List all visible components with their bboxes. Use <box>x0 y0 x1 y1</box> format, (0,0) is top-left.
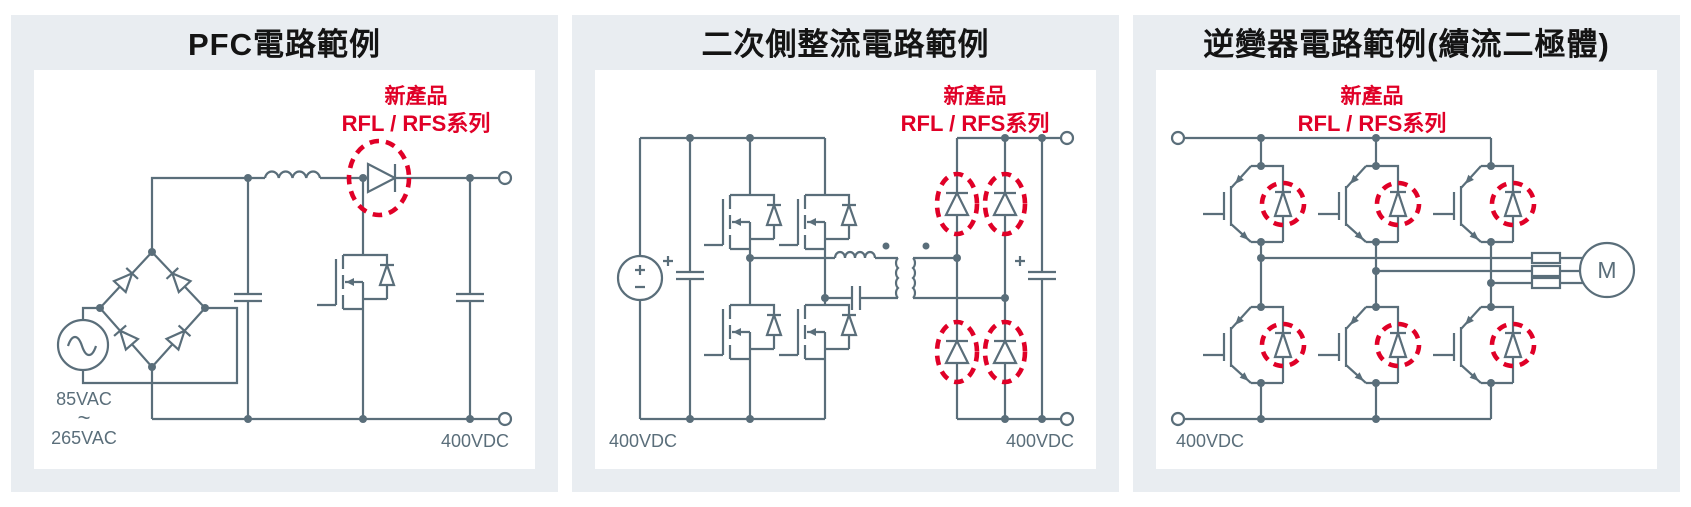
terminal-circle <box>1059 411 1075 427</box>
igbt-symbol <box>1318 162 1419 246</box>
transformer-primary <box>894 257 900 299</box>
polarity-dot <box>882 242 890 250</box>
igbt-symbol <box>1433 162 1534 246</box>
inductor-symbol <box>833 250 877 259</box>
panel-title: 逆變器電路範例(續流二極體) <box>1203 27 1610 62</box>
inverter-schematic-canvas: M 新產品 RFL / RFS系列 400VDC <box>1156 70 1657 469</box>
pfc-panel: PFC電路範例 <box>11 15 558 492</box>
mosfet-symbol <box>702 193 783 251</box>
terminal-circle <box>497 411 513 427</box>
inverter-wires <box>1178 136 1584 421</box>
series-capacitor-symbol <box>825 286 898 310</box>
highlight-ellipse <box>346 138 412 218</box>
terminal-circle <box>1170 411 1186 427</box>
terminal-circle <box>497 170 513 186</box>
choke-symbol <box>1530 276 1562 290</box>
motor-label: M <box>1597 257 1616 283</box>
secondary-rectifier-panel: 二次側整流電路範例 <box>572 15 1119 492</box>
mosfet-symbol <box>777 303 858 361</box>
bridge-rectifier <box>98 250 207 369</box>
transformer-secondary <box>911 257 917 299</box>
series-label: RFL / RFS系列 <box>901 111 1050 136</box>
capacitor-symbol <box>456 178 484 419</box>
choke-symbol <box>1530 264 1562 278</box>
highlight-ellipse <box>934 171 980 237</box>
input-voltage-label: 400VDC <box>609 431 677 451</box>
capacitor-symbol <box>1028 138 1056 419</box>
new-product-label: 新產品 <box>385 84 448 108</box>
input-voltage-label: 400VDC <box>1176 431 1244 451</box>
choke-symbol <box>1530 251 1562 265</box>
rectifier-schematic-canvas: 新產品 RFL / RFS系列 400VDC 400VDC <box>595 70 1096 469</box>
series-label: RFL / RFS系列 <box>342 111 491 136</box>
capacitor-symbol <box>234 178 262 419</box>
motor-symbol <box>1578 241 1636 299</box>
rectifier-schematic: 新產品 RFL / RFS系列 400VDC 400VDC <box>609 84 1075 451</box>
highlight-ellipse <box>982 171 1028 237</box>
output-voltage-label: 400VDC <box>441 431 509 451</box>
plus-icon <box>663 256 673 266</box>
ac-source-symbol <box>56 318 110 372</box>
inductor-symbol <box>263 170 322 179</box>
panel-title: PFC電路範例 <box>188 27 381 62</box>
boost-diode-symbol <box>366 162 398 194</box>
inverter-schematic: M 新產品 RFL / RFS系列 400VDC <box>1170 84 1636 451</box>
rectifier-diode-symbol <box>992 322 1018 382</box>
output-voltage-label: 400VDC <box>1006 431 1074 451</box>
mosfet-symbol <box>702 303 783 361</box>
panel-title: 二次側整流電路範例 <box>701 27 990 62</box>
highlight-ellipse <box>934 319 980 385</box>
plus-minus-icon <box>635 265 645 289</box>
junction-dots <box>686 134 1046 423</box>
rectifier-diode-symbol <box>944 322 970 382</box>
igbt-symbol <box>1433 303 1534 387</box>
mosfet-symbol <box>777 193 858 251</box>
input-min-label: 85VAC <box>56 389 112 409</box>
polarity-dot <box>922 242 930 250</box>
capacitor-symbol <box>676 138 704 419</box>
mosfet-symbol <box>315 253 396 311</box>
rectifier-diode-symbol <box>944 174 970 234</box>
inverter-panel: 逆變器電路範例(續流二極體) M <box>1133 15 1680 492</box>
new-product-label: 新產品 <box>1341 84 1404 108</box>
highlight-ellipse <box>982 319 1028 385</box>
dc-source-symbol <box>616 254 664 302</box>
junction-dots <box>96 174 474 423</box>
igbt-symbol <box>1203 162 1304 246</box>
terminal-circle <box>1170 130 1186 146</box>
rectifier-diode-symbol <box>992 174 1018 234</box>
igbt-symbol <box>1318 303 1419 387</box>
plus-icon <box>1015 256 1025 266</box>
rectifier-wires <box>616 136 1067 421</box>
series-label: RFL / RFS系列 <box>1298 111 1447 136</box>
tilde-label: ~ <box>78 405 91 430</box>
new-product-label: 新產品 <box>944 84 1007 108</box>
pfc-schematic: 新產品 RFL / RFS系列 85VAC ~ 265VAC 400VDC <box>51 84 513 451</box>
junction-dots <box>1257 134 1495 423</box>
igbt-symbol <box>1203 303 1304 387</box>
sine-icon <box>66 335 98 357</box>
terminal-circle <box>1059 130 1075 146</box>
pfc-schematic-canvas: 新產品 RFL / RFS系列 85VAC ~ 265VAC 400VDC <box>34 70 535 469</box>
input-max-label: 265VAC <box>51 428 117 448</box>
